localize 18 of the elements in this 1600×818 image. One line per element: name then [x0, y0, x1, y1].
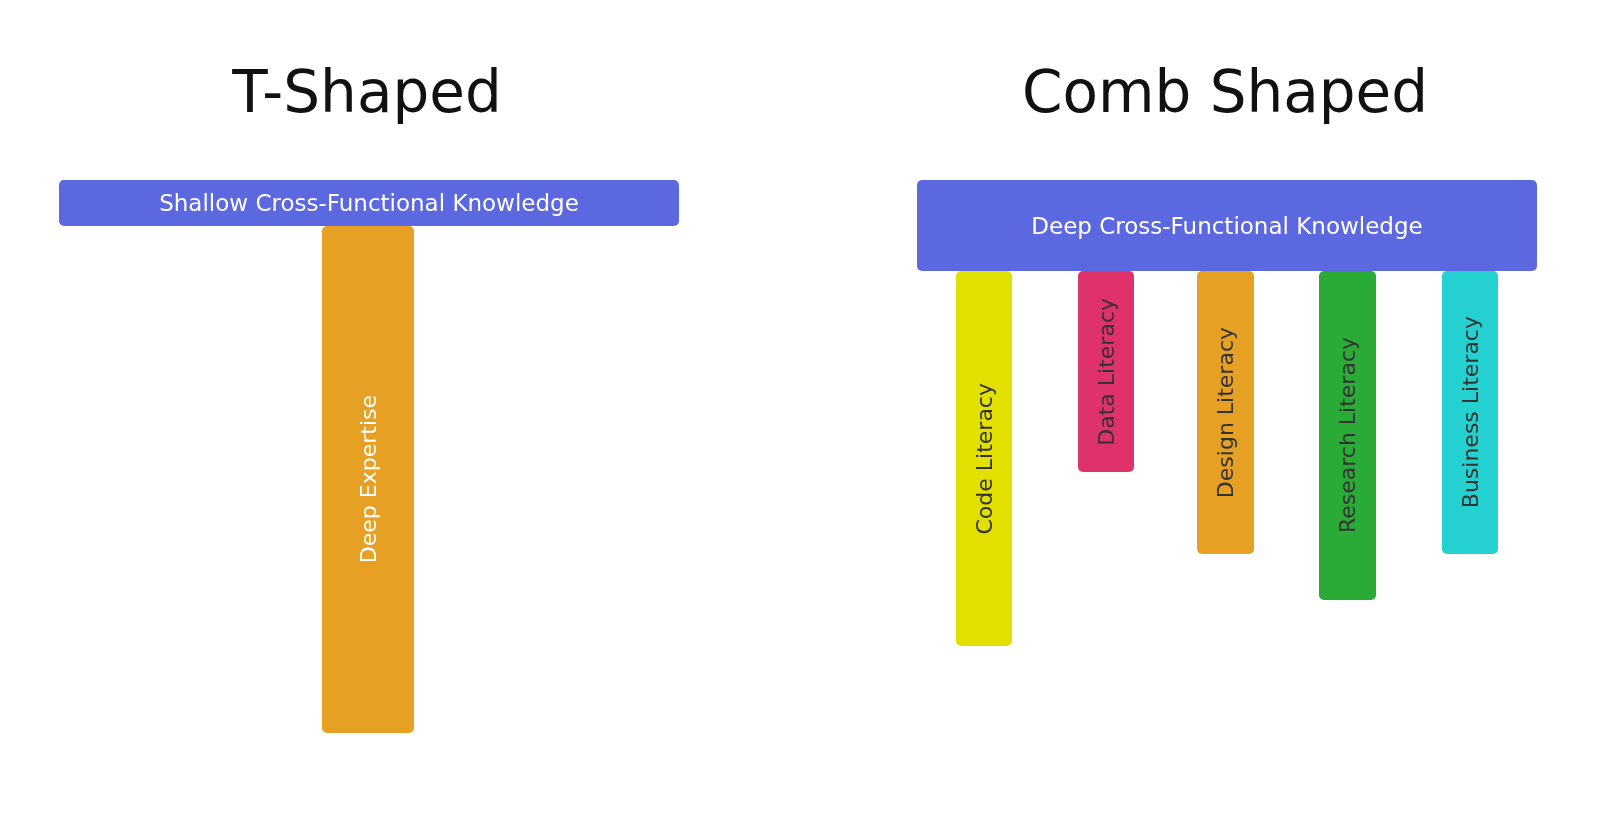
- bar-label: Code Literacy: [971, 382, 997, 535]
- bar-label: Deep Expertise: [355, 395, 381, 564]
- bar-label: Business Literacy: [1457, 316, 1483, 509]
- bar-label: Shallow Cross-Functional Knowledge: [159, 190, 579, 216]
- skill-bar: [1319, 271, 1376, 600]
- bar-label: Research Literacy: [1335, 337, 1360, 534]
- bar-label: Design Literacy: [1213, 326, 1238, 499]
- skill-bar: [956, 271, 1012, 646]
- skill-bar: [1078, 271, 1134, 472]
- skill-bar: [1197, 271, 1254, 554]
- knowledge-bar: [917, 180, 1537, 271]
- skill-bar: [322, 226, 414, 733]
- section-heading: T-Shaped: [232, 58, 502, 126]
- bar-label: Deep Cross-Functional Knowledge: [1031, 212, 1423, 239]
- skill-bar: [1442, 271, 1498, 554]
- bar-label: Data Literacy: [1093, 297, 1119, 446]
- section-heading: Comb Shaped: [1021, 58, 1429, 126]
- knowledge-bar: [59, 180, 679, 226]
